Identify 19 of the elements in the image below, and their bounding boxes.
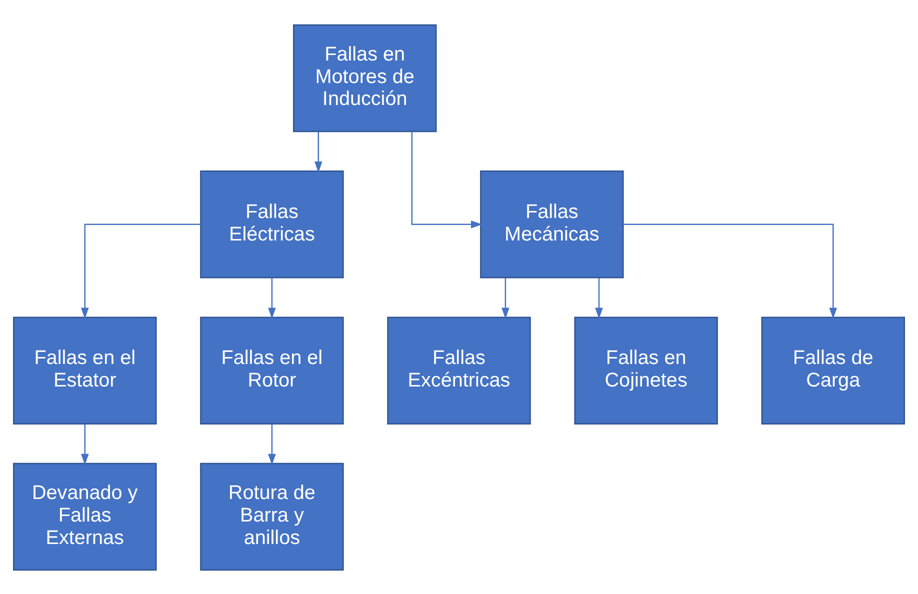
arrow [268, 278, 276, 318]
node-box: Fallas Mecánicas [480, 170, 624, 278]
arrow [80, 223, 201, 318]
node-box: Fallas Eléctricas [200, 170, 344, 278]
node-box: Devanado y Fallas Externas [13, 462, 157, 570]
node-box: Fallas en el Rotor [200, 316, 344, 424]
arrow [623, 223, 838, 318]
arrow [268, 424, 276, 465]
node-box: Fallas en Motores de Inducción [293, 24, 437, 132]
arrow [411, 131, 482, 228]
node-box: Fallas en Cojinetes [574, 316, 718, 424]
arrow [595, 278, 603, 318]
node-box: Fallas Excéntricas [387, 316, 531, 424]
node-box: Fallas de Carga [761, 316, 905, 424]
arrow [80, 424, 89, 465]
node-box: Rotura de Barra y anillos [200, 462, 344, 570]
node-box: Fallas en el Estator [13, 316, 157, 424]
arrow [314, 131, 322, 172]
arrow [502, 278, 510, 318]
